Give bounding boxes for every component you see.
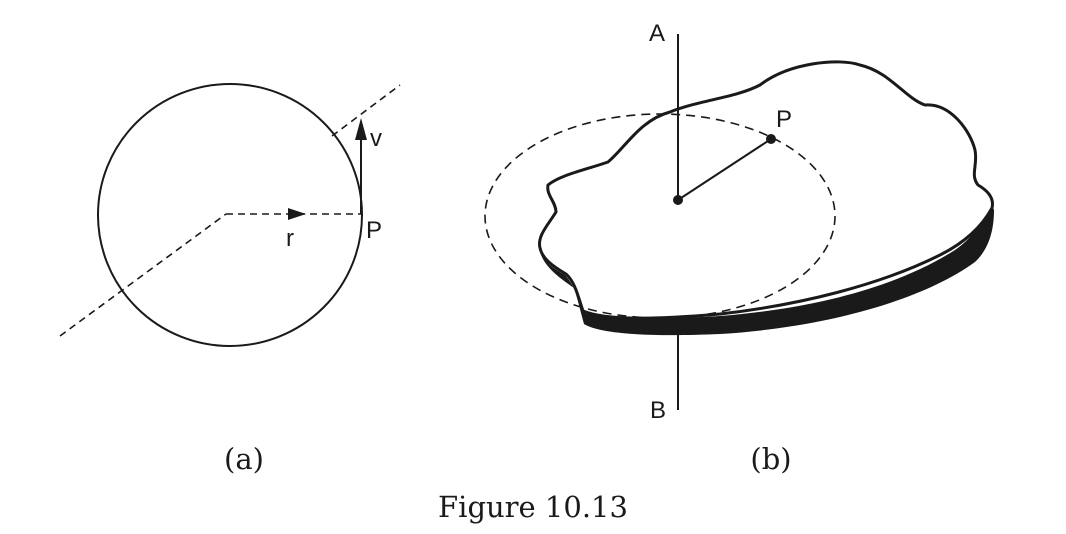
subfigure-label-a: (a)	[224, 442, 264, 476]
rigid-body-edge	[540, 200, 994, 336]
axis-center-dot	[673, 195, 683, 205]
radius-line-to-p	[677, 138, 772, 201]
dashed-circular-path	[484, 113, 836, 319]
dashed-tangent-line	[331, 84, 401, 137]
subfigure-label-b: (b)	[750, 442, 791, 476]
rigid-body-outline	[538, 60, 994, 320]
label-v: v	[370, 125, 382, 152]
radius-arrowhead	[288, 208, 306, 220]
velocity-arrowhead	[355, 118, 367, 140]
label-r: r	[286, 225, 294, 252]
circle-path	[97, 83, 363, 347]
diagram-a: r v P (a)	[59, 83, 401, 476]
label-point-p-b: P	[776, 106, 792, 133]
label-point-p: P	[366, 217, 382, 244]
figure-caption: Figure 10.13	[438, 490, 628, 524]
label-axis-a: A	[649, 20, 665, 47]
diagram-b: A B P (b)	[484, 20, 994, 476]
dashed-axis-line	[59, 213, 227, 337]
point-p-dot	[766, 134, 776, 144]
label-axis-b: B	[650, 397, 666, 424]
